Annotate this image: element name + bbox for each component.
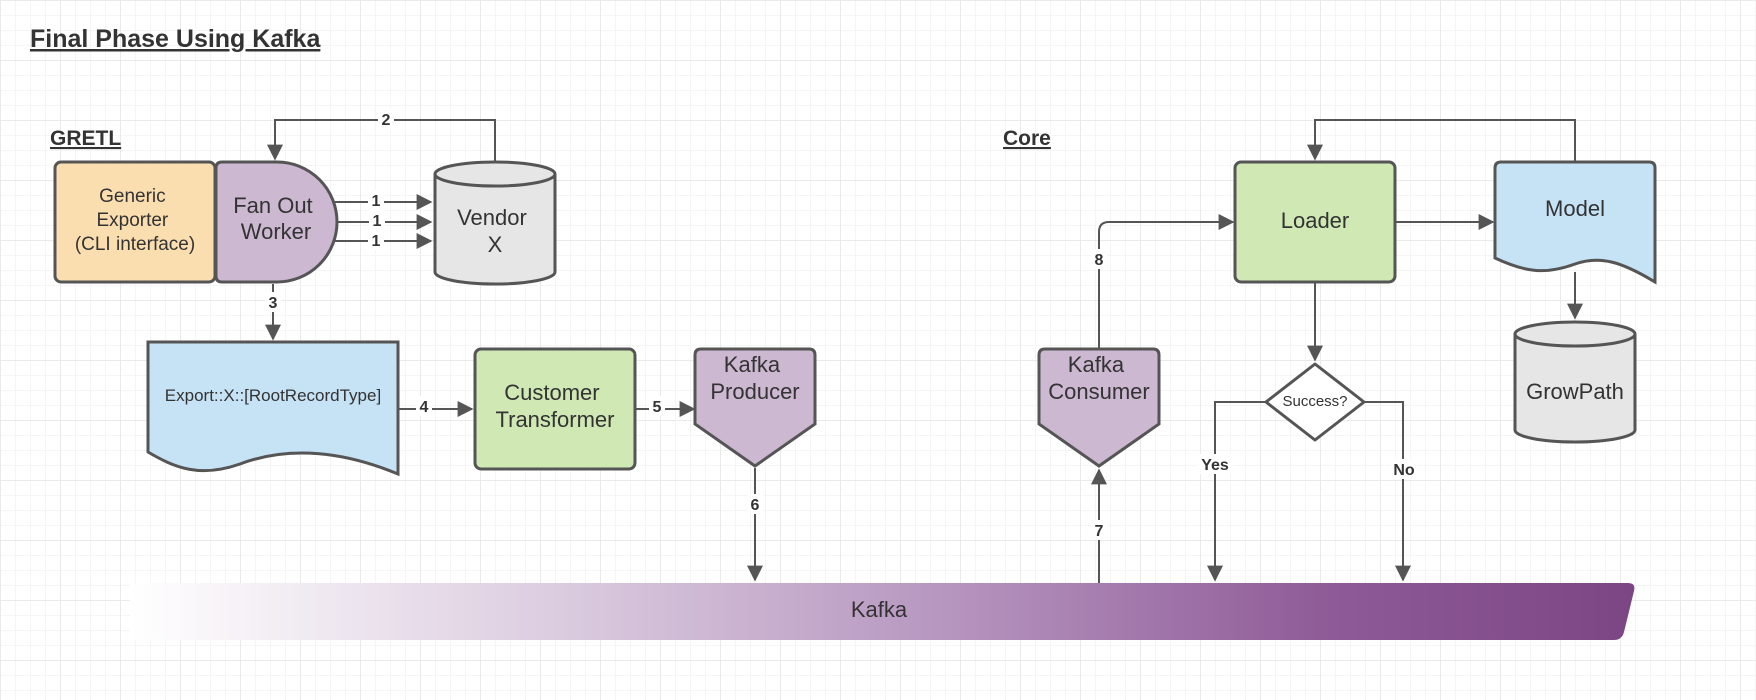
edge-label-1b: 1: [373, 213, 382, 230]
edge-label-8: 8: [1095, 252, 1104, 269]
svg-text:Kafka Producer: Kafka Producer: [710, 352, 799, 404]
edge-label-6: 6: [751, 497, 760, 514]
edge-label-3: 3: [269, 295, 278, 312]
edge-consumer-to-loader: [1098, 214, 1235, 348]
node-loader: Loader: [1233, 160, 1397, 284]
edge-label-7: 7: [1095, 523, 1104, 540]
fan-out-worker-line-1: Fan Out: [233, 193, 312, 218]
generic-exporter-line-1: Generic: [99, 186, 166, 207]
kafka-bus-label: Kafka: [851, 597, 908, 622]
node-kafka-bus: Kafka: [130, 583, 1635, 640]
svg-text:Customer Transformer: Customer Transformer: [496, 380, 615, 432]
edge-label-yes: Yes: [1201, 457, 1229, 474]
page-title: Final Phase Using Kafka: [30, 25, 321, 53]
vendor-x-line-2: X: [488, 232, 503, 257]
node-vendor-x: Vendor X: [433, 160, 557, 286]
fan-out-worker-line-2: Worker: [241, 219, 312, 244]
success-label: Success?: [1282, 393, 1347, 410]
section-core: Core: [1003, 127, 1051, 150]
edge-label-4: 4: [420, 399, 429, 416]
vendor-x-line-1: Vendor: [457, 205, 527, 230]
edge-label-1a: 1: [372, 193, 381, 210]
loader-label: Loader: [1281, 208, 1350, 233]
edge-model-to-loader: [1307, 119, 1576, 162]
growpath-label: GrowPath: [1526, 379, 1624, 404]
generic-exporter-line-2: Exporter: [96, 210, 168, 231]
edge-label-2: 2: [382, 112, 391, 129]
section-gretl: GRETL: [50, 127, 121, 150]
svg-text:Generic Exporter (: Generic Exporter (CLI interface): [75, 186, 195, 255]
svg-text:Vendor X: Vendor X: [457, 205, 533, 257]
edge-success-no: [1364, 401, 1411, 582]
node-success-decision: Success?: [1264, 362, 1366, 442]
svg-text:Kafka Consumer: Kafka Consumer: [1048, 352, 1149, 404]
kafka-producer-line-2: Producer: [710, 379, 799, 404]
node-export-document: Export::X::[RootRecordType]: [146, 340, 400, 477]
customer-transformer-line-2: Transformer: [496, 407, 615, 432]
node-kafka-producer: Kafka Producer: [693, 347, 817, 468]
node-fan-out-worker: Fan Out Worker: [214, 160, 339, 284]
model-label: Model: [1545, 196, 1605, 221]
node-model: Model: [1493, 160, 1657, 285]
node-growpath: GrowPath: [1513, 320, 1637, 444]
customer-transformer-line-1: Customer: [504, 380, 599, 405]
kafka-consumer-line-1: Kafka: [1068, 352, 1125, 377]
edge-success-yes: [1207, 401, 1267, 582]
node-generic-exporter: Generic Exporter (CLI interface): [53, 160, 217, 284]
svg-text:Fan Out Worker: Fan Out Worker: [233, 193, 319, 244]
node-customer-transformer: Customer Transformer: [473, 347, 637, 471]
kafka-producer-line-1: Kafka: [724, 352, 781, 377]
edge-label-no: No: [1393, 462, 1415, 479]
kafka-consumer-line-2: Consumer: [1048, 379, 1149, 404]
export-document-label: Export::X::[RootRecordType]: [165, 386, 381, 405]
edge-label-1c: 1: [372, 233, 381, 250]
node-kafka-consumer: Kafka Consumer: [1037, 347, 1161, 468]
edge-label-5: 5: [653, 399, 662, 416]
generic-exporter-line-3: (CLI interface): [75, 234, 195, 255]
